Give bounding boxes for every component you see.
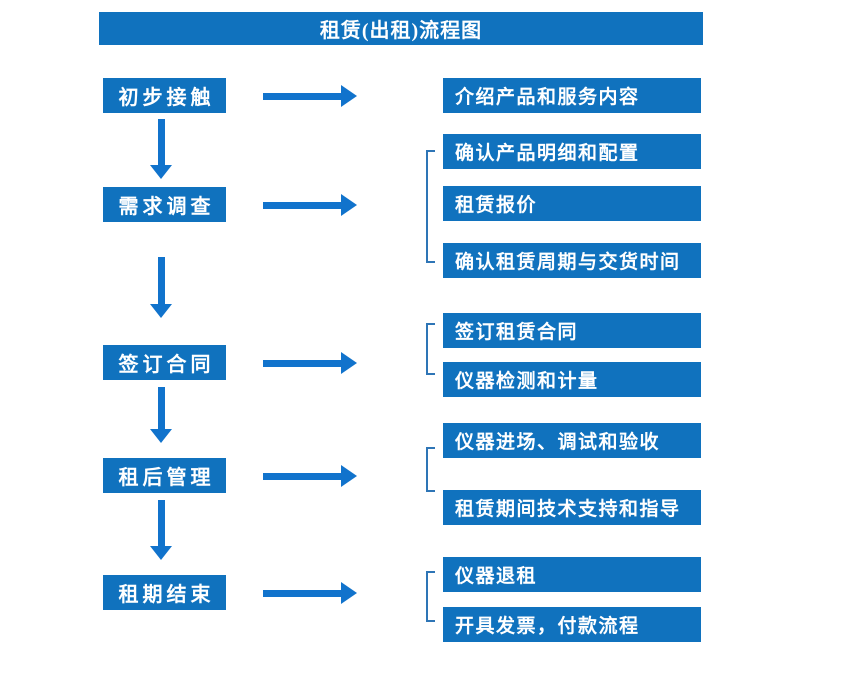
- right-arrow-5: [263, 582, 357, 604]
- arrow-shaft: [263, 92, 341, 100]
- arrow-head-icon: [150, 165, 172, 179]
- down-arrow-4: [150, 500, 172, 560]
- stage-box-demand-survey: 需求调查: [103, 187, 226, 222]
- arrow-shaft: [263, 359, 341, 367]
- arrow-shaft: [157, 500, 165, 546]
- group-bracket-post-rental: [426, 447, 435, 492]
- output-box-invoice-payment: 开具发票，付款流程: [443, 607, 701, 642]
- group-bracket-rental-end: [426, 571, 435, 622]
- output-box-instrument-return: 仪器退租: [443, 557, 701, 592]
- page-title: 租赁(出租)流程图: [319, 20, 483, 42]
- stage-box-post-rental: 租后管理: [103, 458, 226, 493]
- right-arrow-1: [263, 85, 357, 107]
- stage-box-rental-end: 租期结束: [103, 575, 226, 610]
- down-arrow-1: [150, 119, 172, 179]
- group-bracket-demand-survey: [426, 150, 435, 263]
- title-bar: 租赁(出租)流程图: [99, 12, 703, 45]
- arrow-head-icon: [150, 429, 172, 443]
- down-arrow-3: [150, 387, 172, 443]
- stage-box-sign-contract: 签订合同: [103, 345, 226, 380]
- arrow-head-icon: [341, 85, 357, 107]
- output-box-intro-products: 介绍产品和服务内容: [443, 78, 701, 113]
- arrow-shaft: [263, 472, 341, 480]
- arrow-shaft: [263, 201, 341, 209]
- arrow-head-icon: [341, 194, 357, 216]
- right-arrow-2: [263, 194, 357, 216]
- arrow-shaft: [157, 119, 165, 165]
- arrow-head-icon: [341, 352, 357, 374]
- right-arrow-3: [263, 352, 357, 374]
- arrow-head-icon: [150, 546, 172, 560]
- group-bracket-sign-contract: [426, 323, 435, 375]
- output-box-rental-quote: 租赁报价: [443, 186, 701, 221]
- output-box-instrument-entry: 仪器进场、调试和验收: [443, 423, 701, 458]
- output-box-confirm-details: 确认产品明细和配置: [443, 134, 701, 169]
- right-arrow-4: [263, 465, 357, 487]
- output-box-instrument-testing: 仪器检测和计量: [443, 362, 701, 397]
- arrow-shaft: [263, 589, 341, 597]
- output-box-confirm-period: 确认租赁周期与交货时间: [443, 243, 701, 278]
- down-arrow-2: [150, 257, 172, 318]
- arrow-head-icon: [341, 582, 357, 604]
- stage-box-initial-contact: 初步接触: [103, 78, 226, 113]
- output-box-tech-support: 租赁期间技术支持和指导: [443, 490, 701, 525]
- arrow-shaft: [157, 387, 165, 429]
- arrow-head-icon: [341, 465, 357, 487]
- arrow-head-icon: [150, 304, 172, 318]
- arrow-shaft: [157, 257, 165, 304]
- output-box-sign-rental-contract: 签订租赁合同: [443, 313, 701, 348]
